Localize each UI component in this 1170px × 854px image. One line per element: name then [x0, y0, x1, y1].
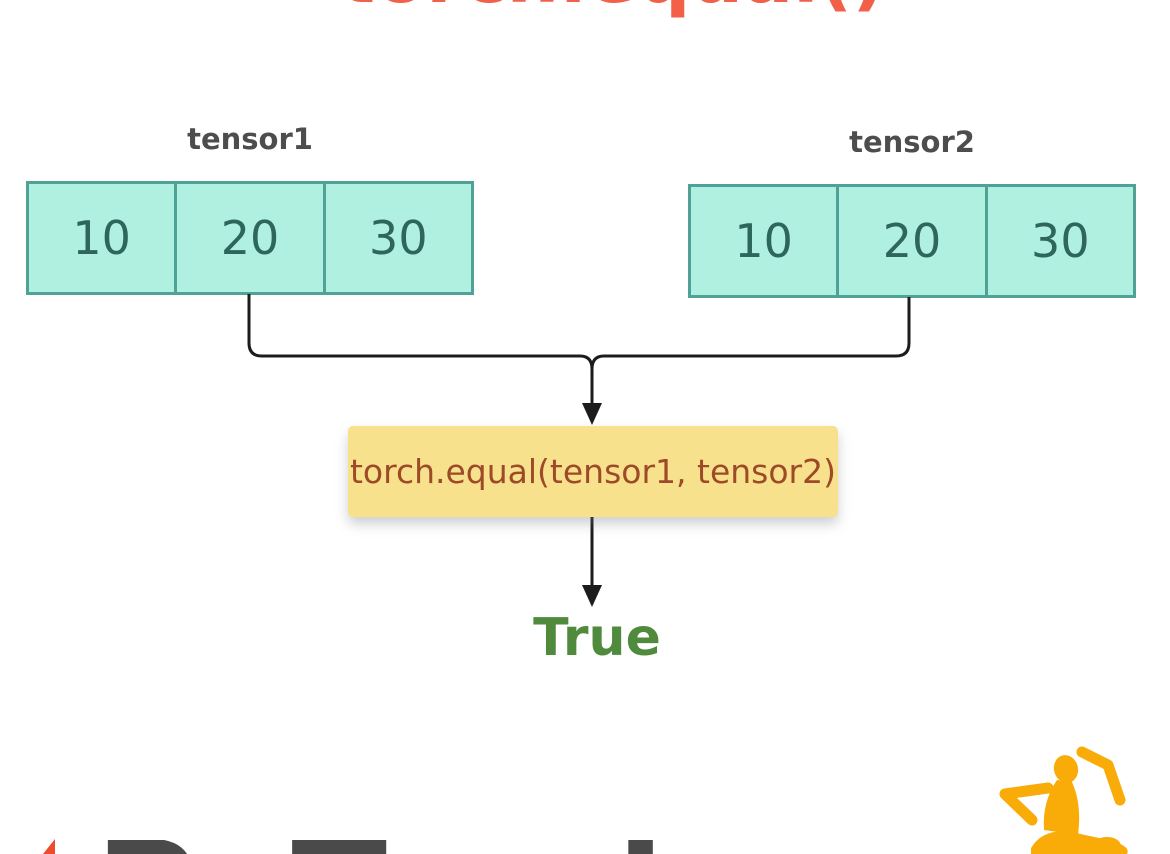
tensor1-box: 10 20 30 [26, 181, 474, 295]
fitness-figure-icon [999, 746, 1128, 854]
tensor2-cell-2: 30 [1031, 214, 1090, 268]
pytorch-wordmark: PyTorch [95, 840, 716, 854]
page-title: torch.equal() [28, 0, 1170, 19]
tensor1-cell-2: 30 [369, 211, 428, 265]
pytorch-flame-icon [43, 839, 55, 854]
tensor1-cell-1: 20 [177, 184, 326, 292]
title-clip: torch.equal() [0, 0, 1170, 19]
wordmark-clip: PyTorch [0, 840, 760, 854]
result-value: True [533, 608, 661, 668]
tensor2-cell-1: 20 [839, 187, 988, 295]
tensor2-label: tensor2 [849, 125, 975, 159]
operation-box: torch.equal(tensor1, tensor2) [348, 426, 838, 517]
operation-code: torch.equal(tensor1, tensor2) [349, 452, 836, 491]
tensor2-box: 10 20 30 [688, 184, 1136, 298]
tensor1-cell-0: 10 [29, 184, 178, 292]
tensor1-label: tensor1 [187, 122, 313, 156]
tensor2-cell-0: 10 [691, 187, 840, 295]
